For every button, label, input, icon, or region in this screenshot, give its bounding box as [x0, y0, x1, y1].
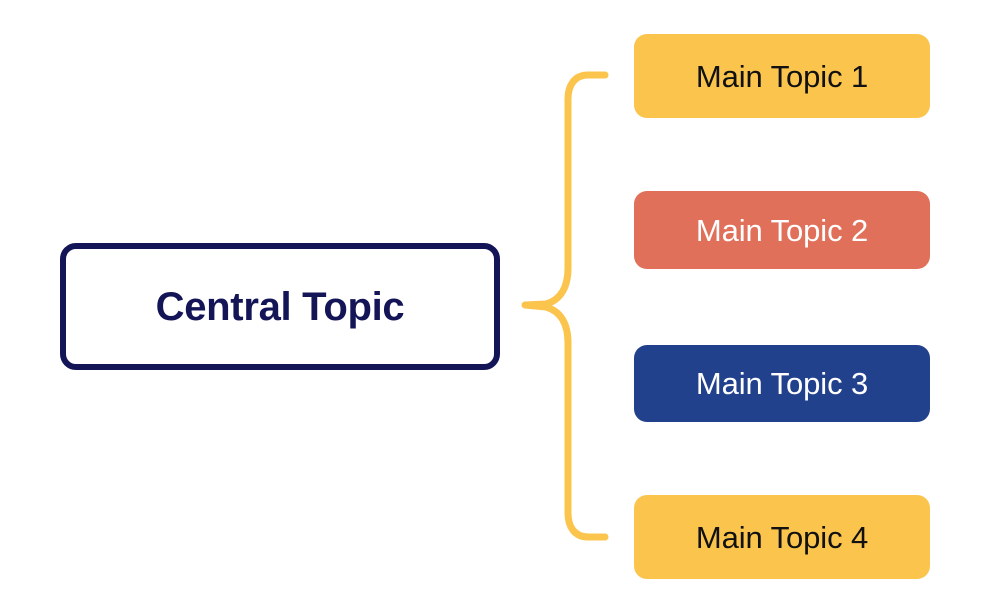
central-topic-node[interactable]: Central Topic	[60, 243, 500, 370]
branch-node-main-topic-3[interactable]: Main Topic 3	[634, 345, 930, 422]
branch-node-main-topic-1[interactable]: Main Topic 1	[634, 34, 930, 118]
branch-node-main-topic-4[interactable]: Main Topic 4	[634, 495, 930, 579]
branch-node-label: Main Topic 2	[695, 212, 869, 248]
central-topic-label: Central Topic	[155, 284, 405, 329]
branch-node-label: Main Topic 1	[695, 58, 869, 94]
branch-node-main-topic-2[interactable]: Main Topic 2	[634, 191, 930, 269]
branch-node-label: Main Topic 3	[695, 366, 869, 401]
branch-node-label: Main Topic 4	[695, 519, 869, 555]
